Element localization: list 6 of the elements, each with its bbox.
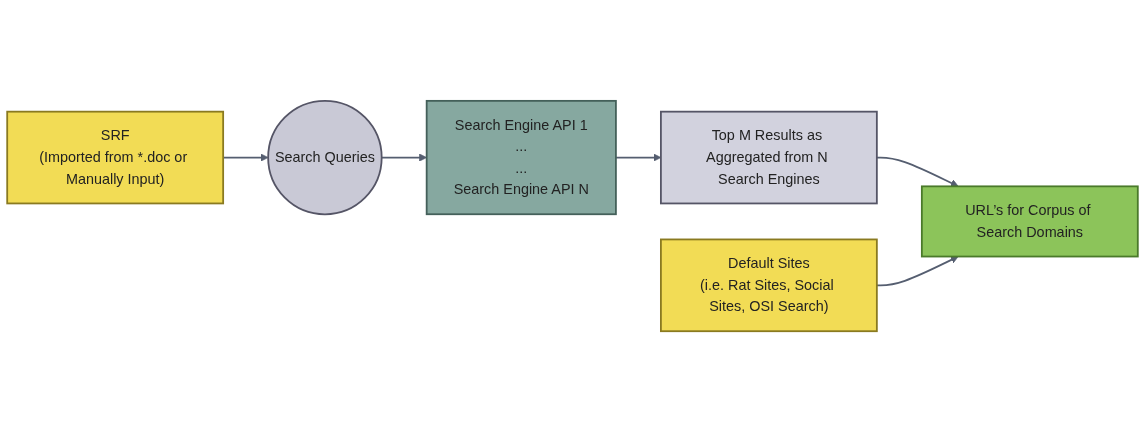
node-box: Top M Results as Aggregated from N Search Engines [660, 110, 878, 205]
node-box: SRF (Imported from *.doc or Manually Input) [6, 110, 225, 205]
node-box: Default Sites (i.e. Rat Sites, Social Sites, OSI Search) [660, 238, 878, 333]
node-circle: Search Queries [267, 99, 383, 216]
node-box: URL’s for Corpus of Search Domains [920, 185, 1139, 258]
node-box: Search Engine API 1 ... ... Search Engine API N [425, 99, 617, 216]
